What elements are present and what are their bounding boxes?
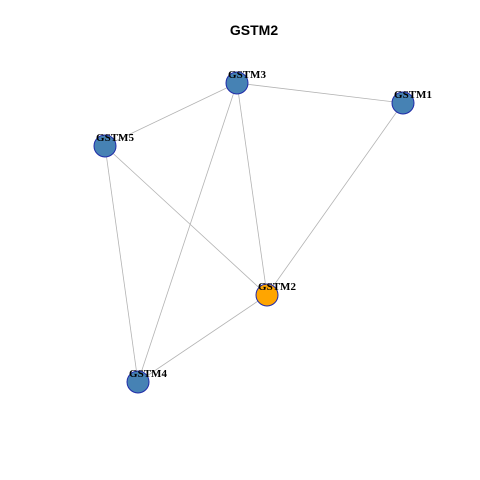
edge-gstm2-gstm4 [137, 294, 268, 383]
nodes-layer [93, 71, 415, 394]
node-label-gstm1: GSTM1 [394, 89, 432, 101]
edge-gstm5-gstm2 [104, 145, 268, 296]
node-label-gstm3: GSTM3 [228, 69, 266, 81]
edge-gstm3-gstm4 [137, 82, 238, 383]
node-gstm3 [225, 71, 249, 95]
edge-gstm3-gstm1 [236, 82, 404, 104]
edge-gstm1-gstm2 [266, 102, 404, 296]
node-label-gstm4: GSTM4 [129, 368, 167, 380]
node-label-gstm5: GSTM5 [96, 132, 134, 144]
edge-gstm5-gstm4 [104, 145, 139, 383]
node-gstm5 [93, 134, 117, 158]
node-gstm1 [391, 91, 415, 115]
graph-title: GSTM2 [230, 22, 278, 38]
edges-layer [104, 82, 404, 383]
node-label-gstm2: GSTM2 [258, 281, 296, 293]
node-gstm2 [255, 283, 279, 307]
edge-gstm3-gstm5 [104, 82, 238, 147]
edge-gstm3-gstm2 [236, 82, 268, 296]
node-gstm4 [126, 370, 150, 394]
